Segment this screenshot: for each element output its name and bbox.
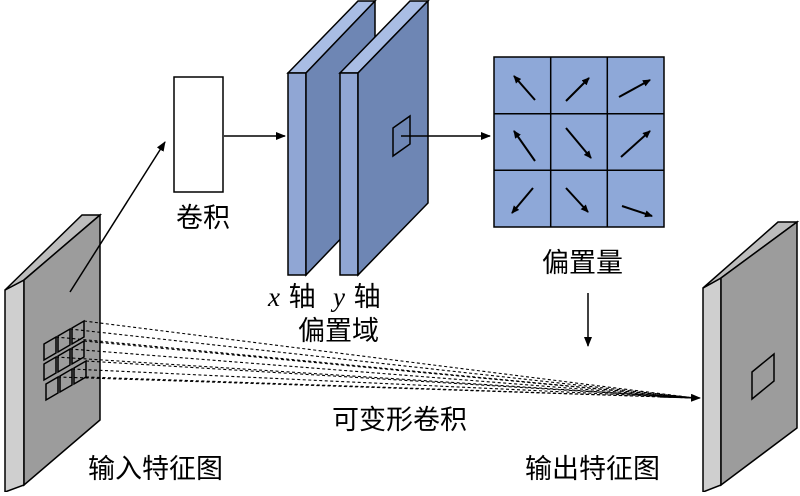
- input-to-conv-arrow: [69, 141, 166, 293]
- conv-box: [173, 76, 224, 193]
- deformable-conv-rays: [55, 320, 696, 399]
- offset-window: [392, 114, 411, 158]
- offset-arrow-5: [565, 127, 592, 159]
- x-axis-var: x: [268, 282, 280, 312]
- deformable-conv-label: 可变形卷积: [332, 405, 467, 436]
- offset-field-label: 偏置域: [298, 316, 379, 347]
- y-axis-var: y: [333, 282, 345, 312]
- offset-arrow-8: [565, 187, 589, 213]
- offset-arrow-2: [565, 77, 590, 102]
- input-feature-map: [4, 213, 103, 494]
- output-window: [751, 352, 775, 401]
- offset-arrow-1: [513, 75, 536, 101]
- output-feature-map: [702, 220, 800, 494]
- y-axis-word: 轴: [353, 282, 381, 313]
- offset-arrow-9: [621, 205, 653, 218]
- offsets-label: 偏置量: [542, 248, 623, 279]
- x-axis-word: 轴: [288, 282, 316, 313]
- input-feature-map-label: 输入特征图: [88, 454, 223, 485]
- y-offset-plane: [338, 0, 430, 277]
- offset-arrow-6: [620, 130, 651, 158]
- x-axis-label: x 轴: [268, 282, 316, 313]
- conv-label: 卷积: [176, 203, 230, 234]
- deformable-conv-arrow: [659, 393, 701, 402]
- sampling-grid: [43, 319, 87, 402]
- output-map-face: [720, 220, 798, 487]
- offset-arrow-3: [618, 79, 651, 98]
- offset-arrow-4: [513, 130, 536, 162]
- offset-grid: [493, 56, 665, 228]
- output-feature-map-label: 输出特征图: [525, 454, 660, 485]
- y-axis-label: y 轴: [333, 282, 381, 313]
- output-map-edge: [702, 276, 722, 494]
- offset-arrow-7: [511, 187, 534, 214]
- input-map-edge: [4, 278, 25, 494]
